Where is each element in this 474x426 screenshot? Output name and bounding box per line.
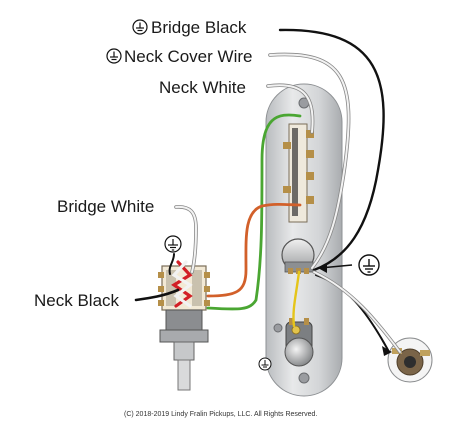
three-way-switch: [283, 123, 314, 223]
push-pull-pot: [158, 265, 210, 391]
wire-yellow: [292, 270, 301, 328]
ground-symbol-icon: [258, 357, 272, 371]
ground-symbol-icon: [358, 254, 380, 276]
ground-symbol-icon: [132, 19, 148, 35]
plate-screw-mid: [273, 323, 283, 333]
label-bridge-white: Bridge White: [57, 197, 154, 216]
wire-ground-pot: [168, 253, 175, 275]
wire-red-twist: [171, 260, 193, 308]
wires: [134, 28, 402, 354]
wire-bridge-black: [278, 28, 385, 272]
wire-orange: [206, 202, 302, 298]
label-bridge-black: Bridge Black: [151, 18, 247, 37]
label-neck-black: Neck Black: [34, 291, 120, 310]
plate-screw-bottom: [298, 372, 310, 384]
label-neck-cover-wire: Neck Cover Wire: [124, 47, 252, 66]
volume-pot: [281, 238, 315, 274]
ground-symbol-icon: [164, 235, 182, 253]
wire-neck-black: [134, 288, 180, 302]
ground-symbol-icon: [106, 48, 122, 64]
jack-arrow: [382, 346, 392, 356]
ground-arrow: [318, 263, 353, 273]
wire-green: [206, 113, 302, 311]
label-neck-white: Neck White: [159, 78, 246, 97]
tone-pot: [284, 318, 314, 367]
copyright-text: (C) 2018-2019 Lindy Fralin Pickups, LLC.…: [124, 411, 317, 418]
